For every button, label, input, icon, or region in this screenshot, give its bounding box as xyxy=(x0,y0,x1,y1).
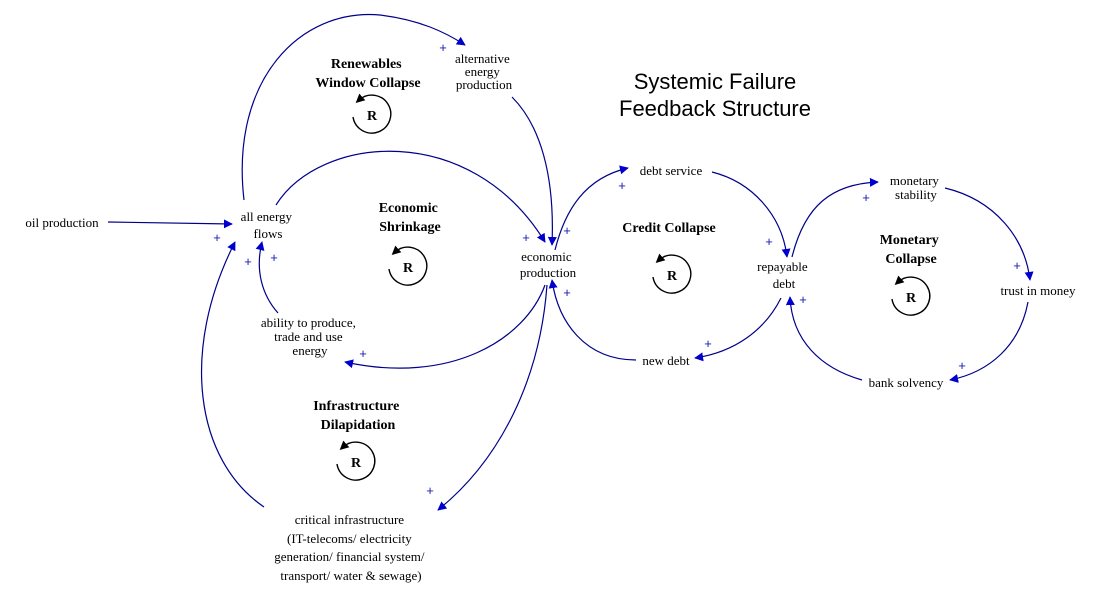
var-debt-service: debt service xyxy=(640,163,703,178)
loop-icons: R R R R R xyxy=(336,93,931,481)
link-ability-to-energy xyxy=(255,241,279,314)
causal-links xyxy=(107,13,1034,511)
loop-name-credit: Credit Collapse xyxy=(622,221,715,236)
link-economic-to-debt-service xyxy=(554,165,629,251)
sign-new-debt-economic: + xyxy=(563,285,571,300)
sign-energy-alternative: + xyxy=(439,40,447,55)
loop-name-infrastructure: Infrastructure Dilapidation xyxy=(313,399,403,433)
sign-economic-debt-service: + xyxy=(618,178,626,193)
sign-bank-repayable: + xyxy=(799,292,807,307)
link-bank-solvency-to-repayable xyxy=(785,296,863,381)
var-ability-to-produce: ability to produce, trade and use energy xyxy=(261,315,359,358)
link-oil-to-energy xyxy=(107,219,233,229)
reinforcing-loop-icon: R xyxy=(652,253,692,294)
reinforcing-loop-icon: R xyxy=(352,93,392,134)
sign-alternative-economic: + xyxy=(563,223,571,238)
loop-name-economic: Economic Shrinkage xyxy=(379,201,442,235)
loop-name-monetary: Monetary Collapse xyxy=(880,233,943,267)
link-repayable-to-new-debt xyxy=(694,297,782,362)
link-monetary-stability-to-trust xyxy=(944,187,1034,281)
loop-name-renewables: Renewables Window Collapse xyxy=(315,57,420,91)
sign-economic-ability: + xyxy=(359,346,367,361)
link-repayable-to-monetary-stability xyxy=(791,177,879,258)
link-infrastructure-to-energy xyxy=(201,241,265,508)
sign-trust-bank: + xyxy=(958,358,966,373)
sign-infrastructure-energy: + xyxy=(244,254,252,269)
sign-economic-infrastructure: + xyxy=(426,483,434,498)
variables: oil production all energy flows alternat… xyxy=(25,51,1076,583)
var-all-energy-flows: all energy flows xyxy=(241,209,296,241)
title-line-1: Systemic Failure xyxy=(634,69,797,94)
svg-text:R: R xyxy=(351,456,362,471)
sign-energy-economic: + xyxy=(522,230,530,245)
var-alternative-energy-production: alternative energy production xyxy=(455,51,513,92)
link-economic-to-infrastructure xyxy=(437,284,548,511)
reinforcing-loop-icon: R xyxy=(388,245,428,286)
link-signs: + + + + + + + + + + + + + + + + xyxy=(213,40,1021,498)
sign-oil-energy: + xyxy=(213,230,221,245)
link-energy-to-alternative xyxy=(241,13,466,201)
link-economic-to-ability xyxy=(344,284,546,369)
svg-text:R: R xyxy=(403,261,414,276)
var-monetary-stability: monetary stability xyxy=(890,173,942,202)
loop-names: Renewables Window Collapse Economic Shri… xyxy=(313,57,943,433)
var-repayable-debt: repayable debt xyxy=(757,259,811,291)
link-alternative-to-economic xyxy=(511,96,557,246)
var-new-debt: new debt xyxy=(642,353,690,368)
sign-repayable-monetary: + xyxy=(862,190,870,205)
sign-ability-energy: + xyxy=(270,250,278,265)
sign-repayable-new-debt: + xyxy=(704,336,712,351)
diagram-title: Systemic Failure Feedback Structure xyxy=(619,69,811,121)
var-economic-production: economic production xyxy=(520,249,577,280)
reinforcing-loop-icon: R xyxy=(336,440,376,481)
svg-text:R: R xyxy=(667,269,678,284)
var-trust-in-money: trust in money xyxy=(1000,283,1076,298)
title-line-2: Feedback Structure xyxy=(619,96,811,121)
link-trust-to-bank-solvency xyxy=(949,301,1029,383)
link-debt-service-to-repayable xyxy=(711,171,791,258)
var-oil-production: oil production xyxy=(25,215,99,230)
sign-monetary-trust: + xyxy=(1013,258,1021,273)
link-energy-to-economic xyxy=(275,150,546,243)
var-bank-solvency: bank solvency xyxy=(869,375,944,390)
sign-debt-service-repayable: + xyxy=(765,234,773,249)
svg-text:R: R xyxy=(906,291,917,306)
var-critical-infrastructure: critical infrastructure (IT-telecoms/ el… xyxy=(274,512,427,583)
reinforcing-loop-icon: R xyxy=(891,275,931,316)
svg-text:R: R xyxy=(367,109,378,124)
link-new-debt-to-economic xyxy=(548,279,637,361)
